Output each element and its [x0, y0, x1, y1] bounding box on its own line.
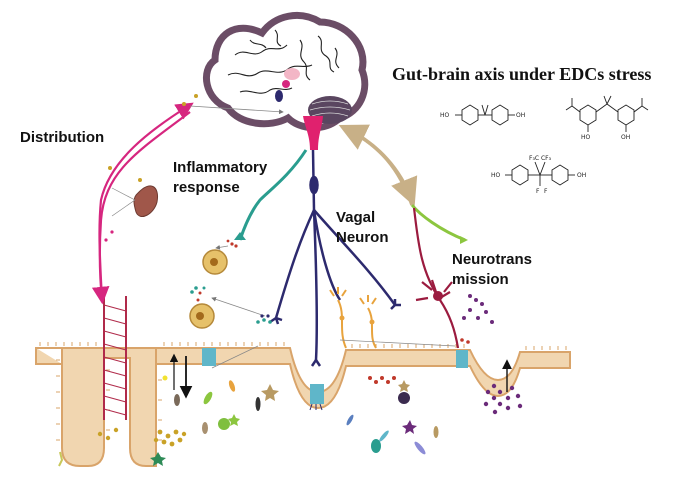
- label-neuro-1: Neurotrans: [452, 251, 532, 268]
- inflammatory-pathway: [238, 149, 308, 241]
- chemical-bpa: [455, 104, 515, 126]
- label-vagal-1: Vagal: [336, 209, 375, 226]
- gut-epithelium: [35, 296, 571, 467]
- lumen-microbes: [58, 353, 523, 467]
- bpaf-fluorine-a: F: [536, 188, 540, 195]
- label-distribution: Distribution: [20, 129, 104, 146]
- bpa-iso-right-hydroxyl: OH: [621, 134, 630, 141]
- chemical-bpa-isopropyl: [565, 95, 649, 132]
- bpa-iso-left-hydroxyl: HO: [581, 134, 591, 141]
- liver-icon: [133, 185, 159, 217]
- vagal-neuron: [269, 149, 401, 367]
- bpaf-fluorine-b: F: [544, 188, 548, 195]
- bpa-left-hydroxyl: HO: [440, 112, 450, 119]
- brain: [203, 12, 369, 150]
- label-vagal-2: Neuron: [336, 229, 389, 246]
- label-inflammatory-1: Inflammatory: [173, 159, 268, 176]
- bpaf-trifluoromethyl: F₃C CF₃: [529, 155, 552, 162]
- chemical-bpaf: [505, 161, 575, 186]
- neurotransmission-arrow: [338, 124, 414, 206]
- label-inflammatory-2: response: [173, 179, 240, 196]
- bpaf-left-hydroxyl: HO: [491, 172, 501, 179]
- immune-cell-lower: [189, 303, 215, 329]
- signal-molecules: [104, 94, 470, 369]
- sensory-neurons: [329, 287, 377, 349]
- diagram-title: Gut-brain axis under EDCs stress: [392, 64, 651, 84]
- bpa-right-hydroxyl: OH: [516, 112, 525, 119]
- immune-cell-upper: [202, 249, 228, 275]
- label-neuro-2: mission: [452, 271, 509, 288]
- bpaf-right-hydroxyl: OH: [577, 172, 586, 179]
